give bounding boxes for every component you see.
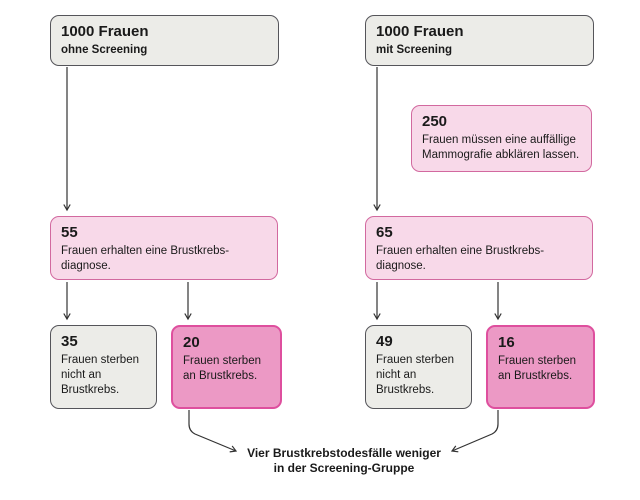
box-value: 55 <box>61 224 78 241</box>
box-label: Frauen sterben an Brustkrebs. <box>498 355 576 383</box>
arrow-right-die-to-caption <box>450 410 499 453</box>
arrow-left-die-to-caption <box>188 410 238 453</box>
box-value: 65 <box>376 224 393 241</box>
box-16-die-mit: 16 Frauen sterben an Brustkrebs. <box>486 325 595 409</box>
box-1000-mit-screening: 1000 Frauen mit Screening <box>365 15 594 66</box>
box-label: Frauen erhalten eine Brustkrebs- diagnos… <box>376 245 545 273</box>
box-value: 1000 Frauen <box>61 23 149 40</box>
box-55-diagnosis-ohne: 55 Frauen erhalten eine Brustkrebs- diag… <box>50 216 278 280</box>
box-value: 16 <box>498 334 515 351</box>
box-label: Frauen sterben an Brustkrebs. <box>183 355 261 383</box>
box-35-survive-ohne: 35 Frauen sterben nicht an Brustkrebs. <box>50 325 157 409</box>
box-value: 35 <box>61 333 78 350</box>
box-value: 1000 Frauen <box>376 23 464 40</box>
box-250-recall: 250 Frauen müssen eine auffällige Mammog… <box>411 105 592 172</box>
box-label: Frauen sterben nicht an Brustkrebs. <box>61 354 139 397</box>
box-label: Frauen erhalten eine Brustkrebs- diagnos… <box>61 245 230 273</box>
box-value: 49 <box>376 333 393 350</box>
box-20-die-ohne: 20 Frauen sterben an Brustkrebs. <box>171 325 282 409</box>
box-label: Frauen sterben nicht an Brustkrebs. <box>376 354 454 397</box>
box-label: mit Screening <box>376 44 453 57</box>
box-49-survive-mit: 49 Frauen sterben nicht an Brustkrebs. <box>365 325 472 409</box>
caption-outcome-difference: Vier Brustkrebstodesfälle weniger in der… <box>247 446 441 475</box>
box-65-diagnosis-mit: 65 Frauen erhalten eine Brustkrebs- diag… <box>365 216 593 280</box>
box-label: Frauen müssen eine auffällige Mammografi… <box>422 134 580 162</box>
box-1000-ohne-screening: 1000 Frauen ohne Screening <box>50 15 279 66</box>
box-value: 250 <box>422 113 448 130</box>
box-label: ohne Screening <box>61 44 148 57</box>
box-value: 20 <box>183 334 200 351</box>
